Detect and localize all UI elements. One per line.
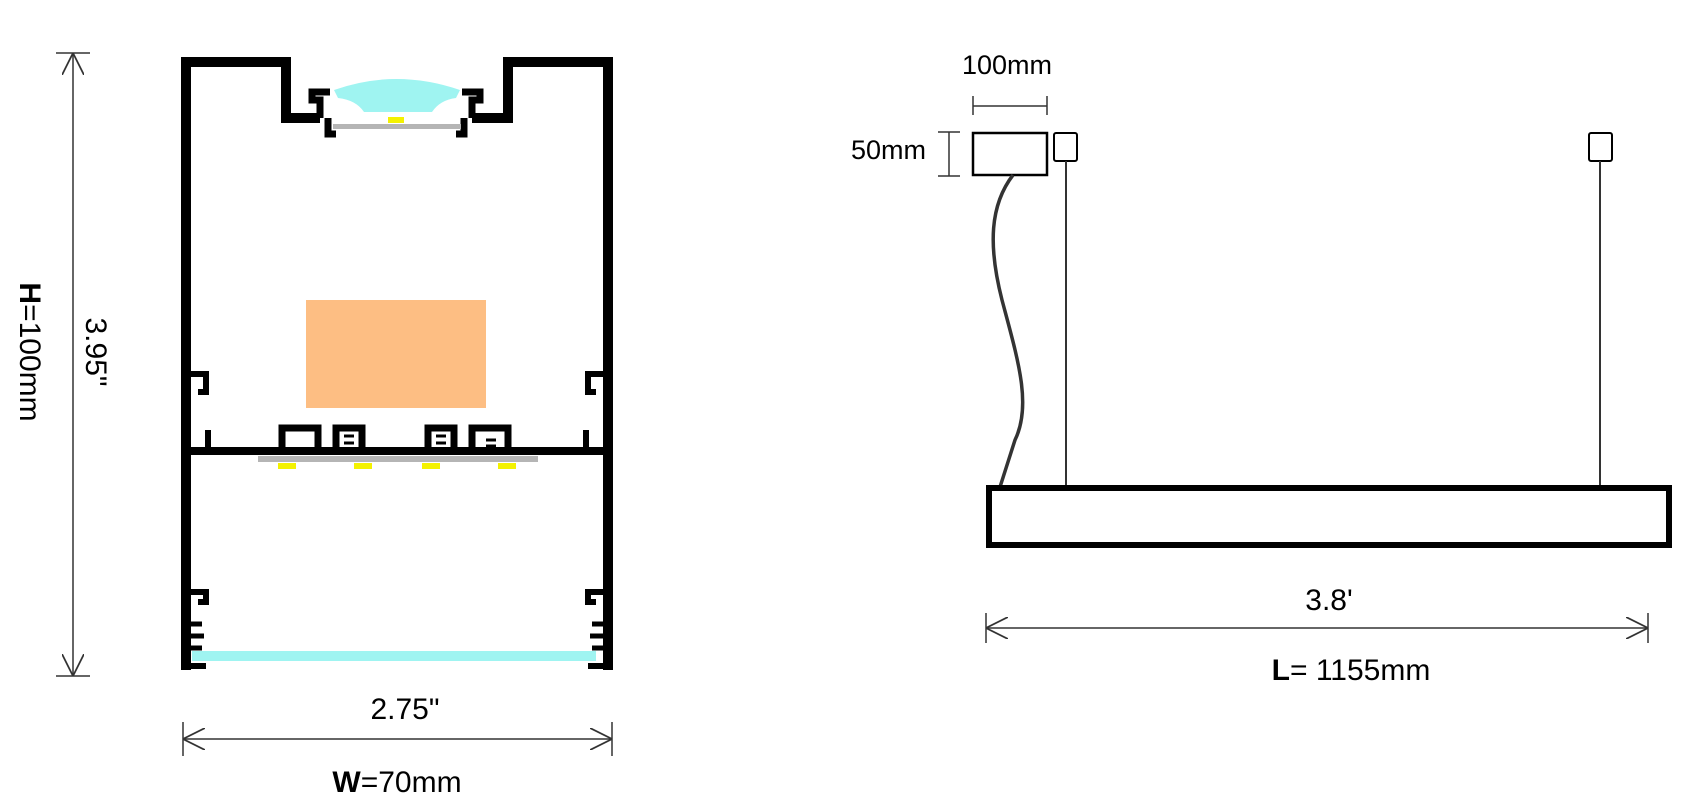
middle-led-mount: [258, 424, 538, 469]
top-lens-holder: [308, 79, 484, 138]
bottom-diffuser-clips: [182, 589, 612, 669]
right-middle-clip: [585, 371, 604, 395]
height-dimension: H=100mm 3.95": [13, 52, 112, 677]
driver-height-dimension: 50mm: [851, 131, 960, 177]
led-chip-3: [422, 463, 440, 469]
length-imperial-label: 3.8': [1305, 584, 1352, 617]
led-chip-1: [278, 463, 296, 469]
width-imperial-label: 2.75": [370, 693, 439, 726]
driver-width-label: 100mm: [962, 50, 1052, 80]
width-dimension: 2.75" W=70mm: [182, 693, 613, 799]
led-chip-2: [354, 463, 372, 469]
bottom-diffuser: [192, 651, 596, 661]
middle-pcb: [258, 456, 538, 462]
driver-height-label: 50mm: [851, 135, 926, 165]
top-pcb: [333, 124, 461, 129]
length-dimension: 3.8' L= 1155mm: [985, 584, 1649, 687]
left-middle-clip: [190, 371, 209, 395]
luminaire-body: [986, 485, 1672, 548]
width-metric-label: W=70mm: [332, 766, 461, 799]
side-view: 100mm 50mm 3.8' L= 1155mm: [851, 50, 1672, 687]
led-chip-4: [498, 463, 516, 469]
cross-section-view: H=100mm 3.95" 2.75" W=70mm: [13, 52, 613, 799]
ceiling-anchor-left: [1053, 132, 1078, 162]
ceiling-anchor-right: [1588, 132, 1613, 162]
power-cord: [991, 173, 1025, 488]
top-lens: [334, 79, 460, 112]
length-metric-label: L= 1155mm: [1272, 654, 1431, 687]
profile-outline: [181, 57, 613, 670]
height-imperial-label: 3.95": [79, 317, 112, 386]
top-led-chip: [388, 117, 404, 123]
power-driver-box: [971, 131, 1049, 177]
driver-width-dimension: 100mm: [962, 50, 1052, 115]
height-metric-label: H=100mm: [13, 282, 46, 421]
driver-box: [306, 300, 486, 408]
